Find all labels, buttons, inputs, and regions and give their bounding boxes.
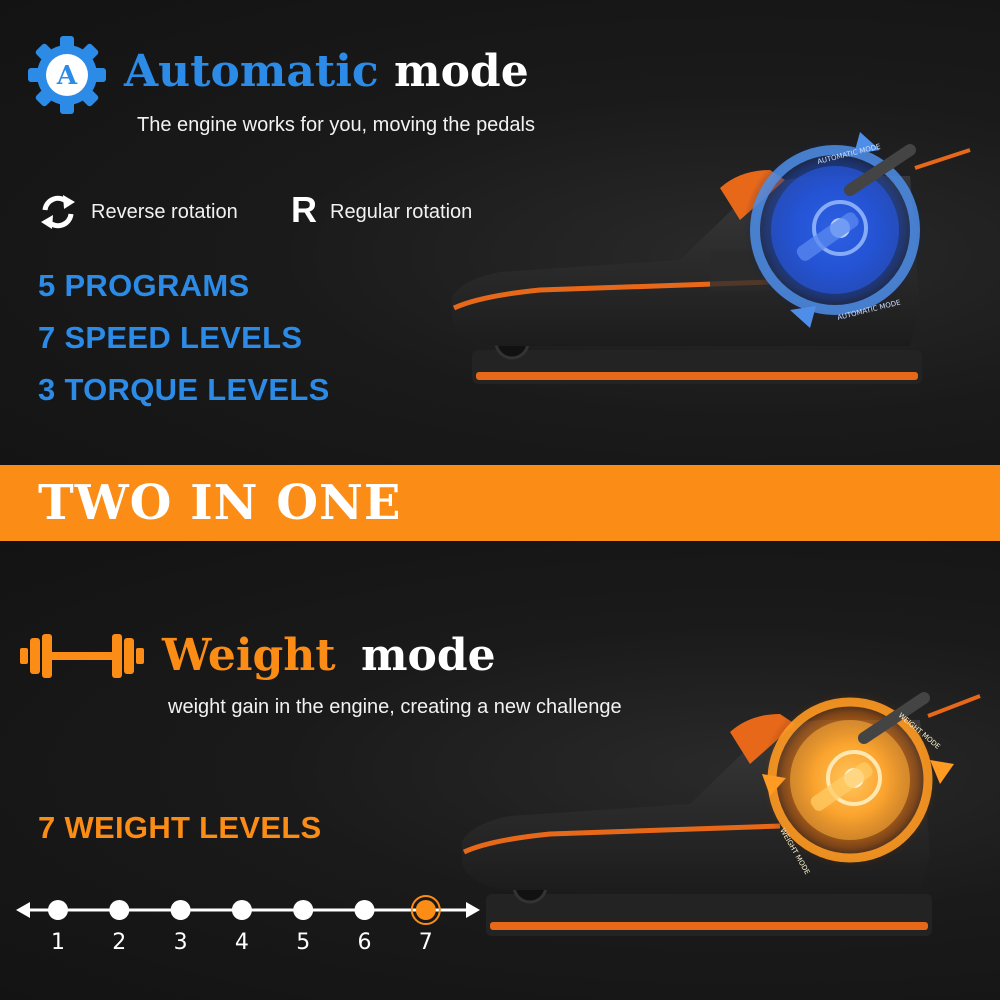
spec-programs: 5 PROGRAMS	[38, 268, 250, 303]
weight-subtitle: weight gain in the engine, creating a ne…	[168, 696, 622, 718]
title-automatic: Automatic	[124, 46, 379, 97]
weight-level-dot-6	[354, 900, 375, 920]
weight-level-dot-2	[109, 900, 130, 920]
two-in-one-banner: TWO IN ONE	[0, 465, 1000, 541]
weight-level-selected-ring	[410, 895, 441, 925]
automatic-mode-title: Automatic mode	[124, 46, 529, 98]
weight-level-dot-1	[48, 900, 68, 920]
weight-mode-title: Weight mode	[162, 630, 496, 682]
regular-rotation-label: Regular rotation	[330, 201, 473, 223]
spec-speed-levels: 7 SPEED LEVELS	[38, 320, 303, 355]
title-mode: mode	[394, 46, 529, 97]
pedal-exerciser-image-weight: WEIGHT MODE WEIGHT MODE	[450, 664, 990, 954]
weight-level-dot-4	[231, 900, 252, 920]
reverse-rotation-icon	[37, 194, 79, 230]
banner-text: TWO IN ONE	[38, 475, 402, 531]
weight-level-dot-7	[415, 900, 436, 920]
weight-level-number-5: 5	[296, 930, 311, 955]
reverse-rotation-label: Reverse rotation	[91, 201, 238, 223]
title-mode: mode	[360, 630, 496, 681]
weight-level-dot-5	[293, 900, 314, 920]
dumbbell-icon	[20, 632, 144, 680]
gear-a-icon: A	[26, 34, 108, 116]
svg-text:A: A	[56, 61, 78, 91]
spec-weight-levels: 7 WEIGHT LEVELS	[38, 810, 322, 845]
automatic-subtitle: The engine works for you, moving the ped…	[137, 114, 535, 136]
weight-level-scale	[14, 892, 484, 928]
regular-rotation-icon: R	[291, 189, 317, 230]
spec-torque-levels: 3 TORQUE LEVELS	[38, 372, 330, 407]
weight-level-number-1: 1	[51, 930, 65, 955]
weight-level-number-3: 3	[173, 930, 188, 955]
weight-level-number-2: 2	[112, 930, 127, 955]
weight-level-number-4: 4	[234, 930, 249, 955]
weight-level-number-7: 7	[418, 930, 433, 955]
weight-level-dot-3	[170, 900, 191, 920]
pedal-exerciser-image-automatic: AUTOMATIC MODE AUTOMATIC MODE	[440, 110, 980, 410]
weight-level-number-6: 6	[357, 930, 372, 955]
title-weight: Weight	[162, 630, 336, 681]
